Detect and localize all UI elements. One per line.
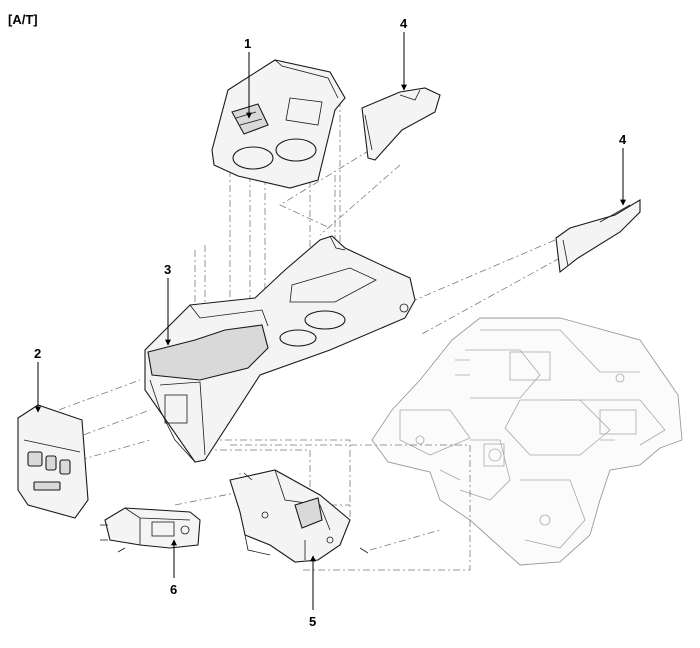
callout-2: 2	[34, 346, 41, 361]
callout-4-right: 4	[619, 132, 627, 147]
variant-title: [A/T]	[8, 12, 38, 27]
part-4-side-cover-upper	[361, 87, 441, 161]
part-5-front-bracket	[229, 469, 369, 563]
part-3-console-body	[144, 235, 416, 463]
callout-4-upper: 4	[400, 16, 408, 31]
leader-lines	[35, 32, 626, 610]
part-4-side-cover-right	[555, 199, 641, 274]
callout-5: 5	[309, 614, 316, 629]
callout-1: 1	[244, 36, 251, 51]
part-1-console-upper-cover	[211, 59, 346, 189]
floor-panel	[371, 317, 683, 566]
callout-3: 3	[164, 262, 171, 277]
callout-6: 6	[170, 582, 177, 597]
part-2-rear-cover	[17, 404, 89, 519]
part-6-rear-bracket	[100, 507, 201, 553]
